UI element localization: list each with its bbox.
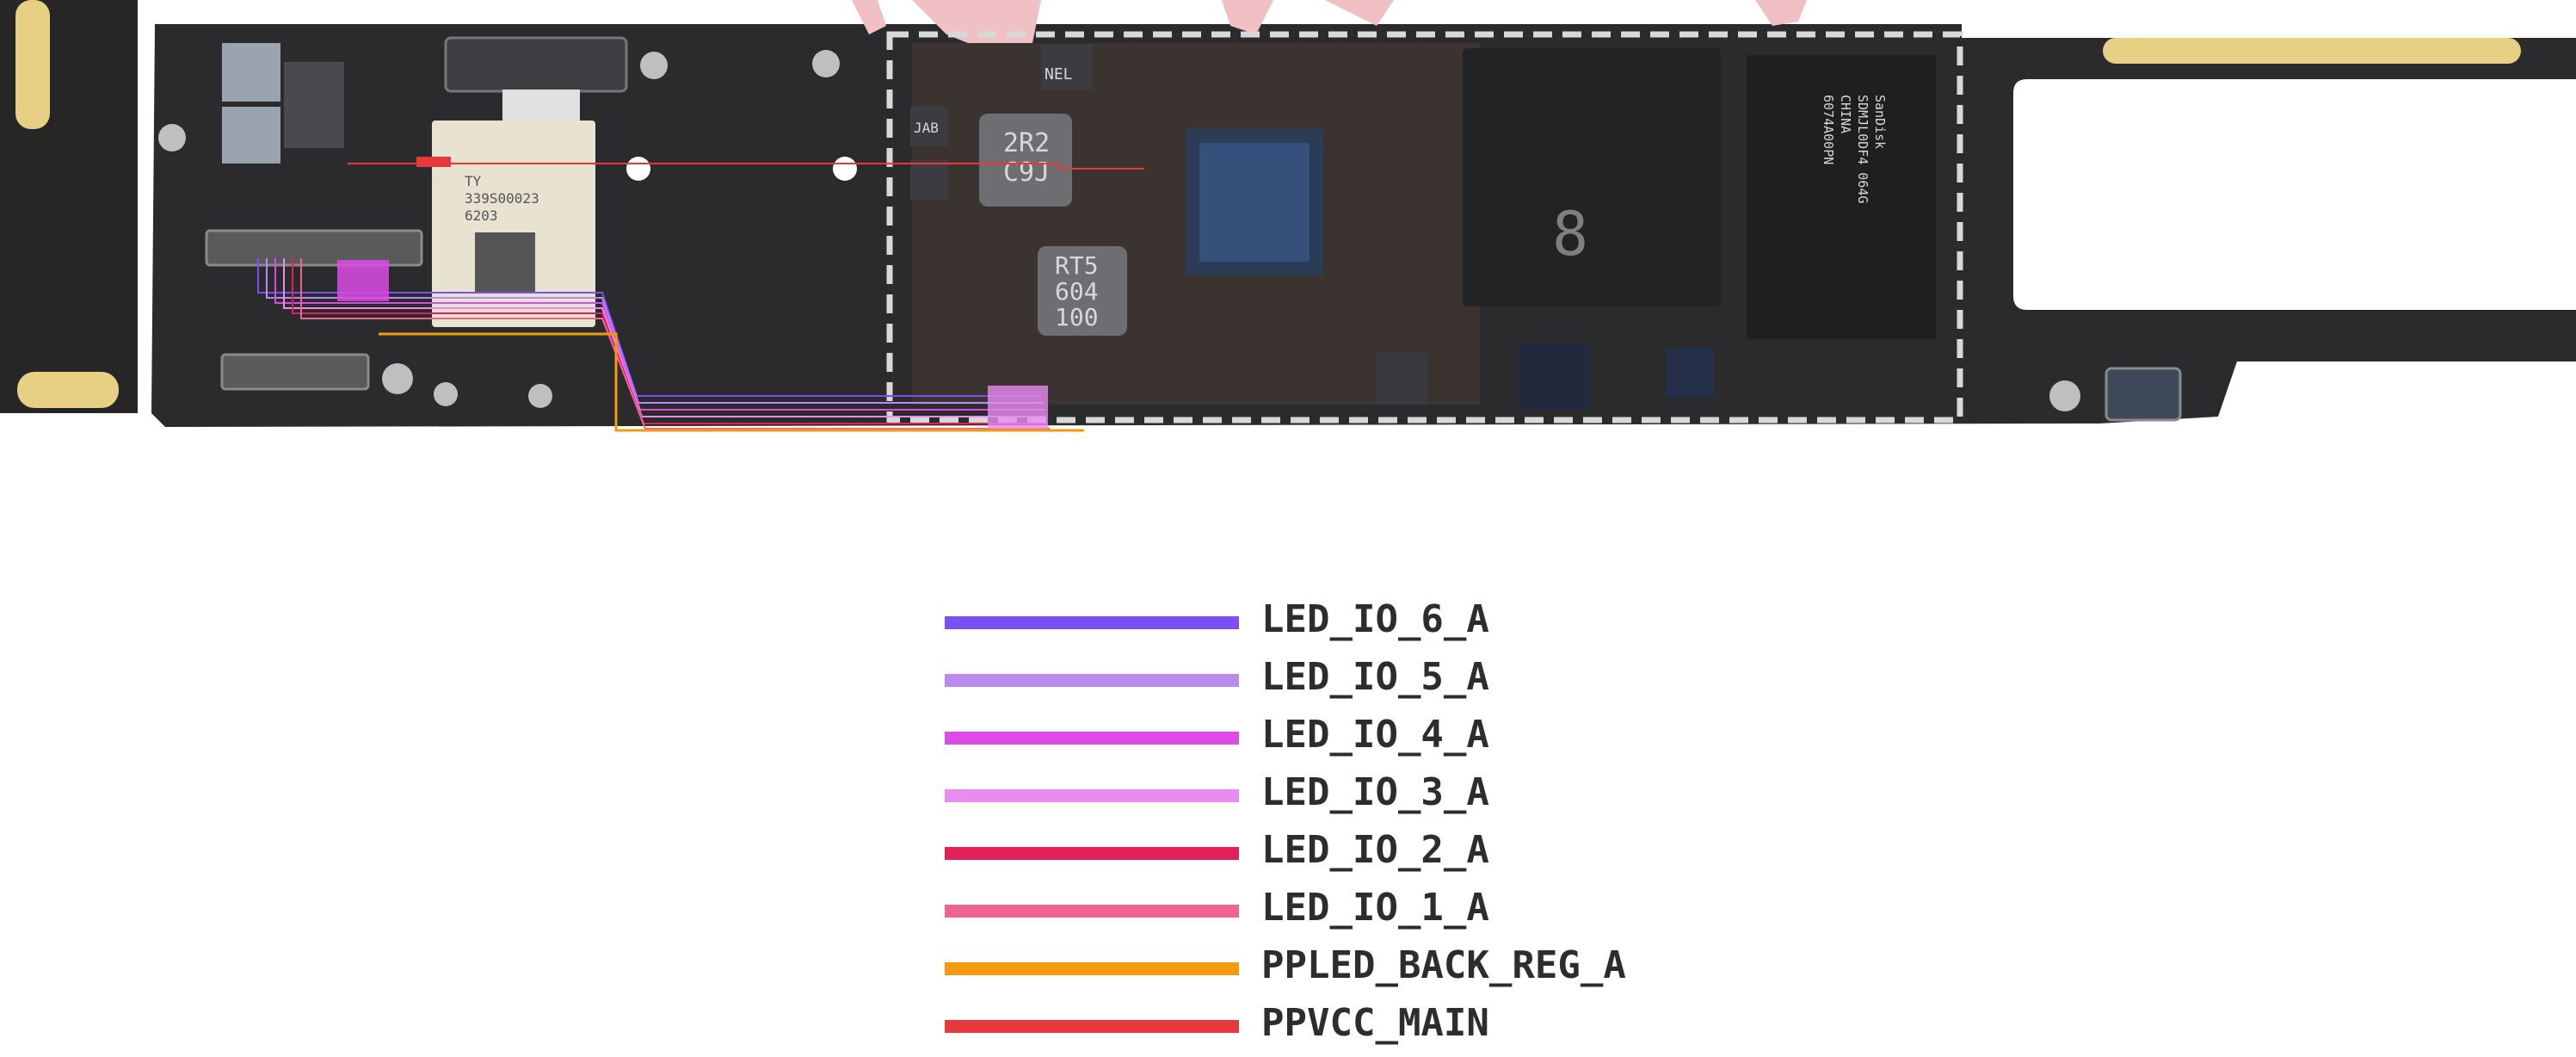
gold-contact-top [15,0,50,129]
trace-led-io-5 [266,258,1043,404]
pmu-chip [1463,48,1721,306]
flex-connector-2 [220,353,370,391]
battery-connector [444,36,628,93]
flex-connector-1 [205,229,423,267]
chip-block-2 [222,107,280,164]
module-text-1: TY [465,173,482,189]
screw-pad-5 [640,52,668,79]
legend-label: LED_IO_6_A [1261,597,1489,641]
module-text-2: 339S00023 [465,190,539,207]
mount-hole-1 [626,157,650,181]
legend-swatch [945,962,1239,975]
trace-led-io-6 [257,258,1041,397]
legend-item: LED_IO_4_A [945,711,1719,769]
nand-text-1: SanDisk [1872,95,1888,149]
small-chip-1 [1519,343,1590,410]
nand-text-2: SDMJL0DF4 064G [1855,95,1870,203]
screw-pad-6 [812,50,840,77]
trace-led-io-3 [283,258,1046,417]
board-cutout [2013,79,2576,310]
cpu-die-inner [1199,143,1310,262]
logo-shape [852,0,1807,52]
trace-highlight-1 [337,260,389,301]
screw-pad-1 [382,363,413,394]
small-chip-3 [1377,353,1428,405]
legend-swatch [945,674,1239,687]
legend-item: LED_IO_5_A [945,653,1719,711]
legend-item: PPLED_BACK_REG_A [945,942,1719,999]
trace-led-io-4 [274,258,1045,411]
inductor-1-text: 2R2 [1003,128,1050,158]
screw-pad-3 [528,384,552,408]
trace-led-io-1 [300,258,1050,430]
nand-text-4: 6074A00PN [1821,95,1836,164]
legend-swatch [945,732,1239,745]
wifi-module [432,121,595,327]
legend-label: PPVCC_MAIN [1261,1001,1489,1045]
cap-text: NEL [1045,65,1073,83]
trace-overlay [257,163,1144,432]
trace-highlight-3 [416,157,451,167]
legend-label: PPLED_BACK_REG_A [1261,943,1626,987]
legend-label: LED_IO_2_A [1261,828,1489,872]
legend-swatch [945,847,1239,860]
legend-item: LED_IO_3_A [945,769,1719,826]
legend: LED_IO_6_A LED_IO_5_A LED_IO_4_A LED_IO_… [945,596,1719,1057]
module-text-3: 6203 [465,207,498,224]
legend-label: LED_IO_3_A [1261,770,1489,814]
soc-mark-text: 8 [1552,199,1588,269]
bga-chip [284,62,344,148]
shield-frame [886,31,1963,423]
connector-right [2105,367,2182,422]
legend-label: LED_IO_1_A [1261,886,1489,930]
legend-label: LED_IO_5_A [1261,655,1489,699]
legend-swatch [945,616,1239,629]
legend-swatch [945,1020,1239,1033]
inductor-2 [1038,246,1127,336]
legend-item: PPVCC_MAIN [945,999,1719,1057]
cap-2 [910,160,948,200]
trace-ppvcc-main [348,163,1144,170]
trace-ppled-back-reg [379,332,1084,432]
trace-highlight-2 [988,386,1048,429]
legend-item: LED_IO_6_A [945,596,1719,653]
legend-swatch [945,789,1239,802]
legend-label: LED_IO_4_A [1261,713,1489,757]
screw-pad-7 [2049,380,2080,411]
nand-text-3: CHINA [1838,95,1853,133]
screw-pad-4 [158,124,186,151]
inductor-2b-text: 604 [1055,277,1099,306]
legend-item: LED_IO_1_A [945,884,1719,942]
trace-led-io-2 [292,258,1048,424]
pcb-board-image: TY 339S00023 6203 2R2 C9J RT5 604 100 NE… [0,0,2576,432]
legend-item: LED_IO_2_A [945,826,1719,884]
inductor-2c-text: RT5 [1055,251,1099,280]
gold-strip-right [2103,38,2521,64]
inductor-1b-text: C9J [1003,158,1050,188]
legend-swatch [945,905,1239,918]
shield-tab [502,90,580,121]
screw-pad-2 [434,382,458,406]
cap-text-2: JAB [914,120,939,136]
nand-chip [1747,55,1936,339]
mount-hole-2 [833,157,857,181]
small-chip-2 [1666,348,1714,398]
cap-3 [1041,45,1093,90]
inductor-1 [979,114,1072,207]
datamatrix-code [475,232,535,293]
chip-block-1 [222,43,280,102]
inductor-2-text: 100 [1055,303,1099,331]
cap-1 [910,107,948,146]
gold-contact-bottom [17,372,119,408]
